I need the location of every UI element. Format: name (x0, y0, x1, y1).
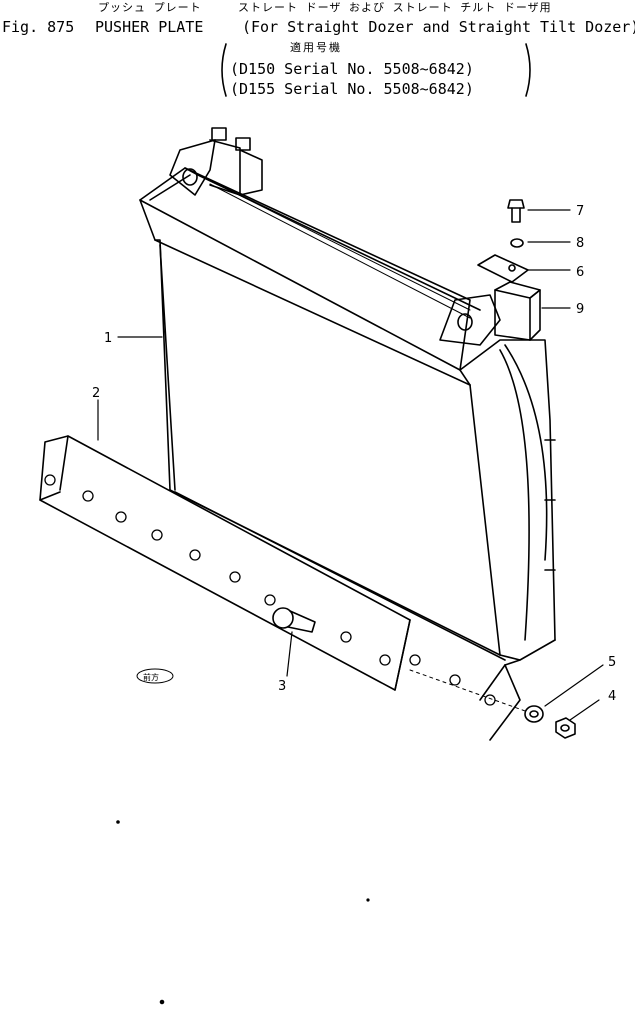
title-japanese: プッシュ プレート (98, 1, 202, 14)
lockwasher-8 (510, 238, 524, 248)
assembly-centerline (409, 669, 529, 713)
pusher-plate-body (139, 167, 556, 741)
callout-1: 1 (104, 331, 112, 346)
callout-9: 9 (576, 302, 584, 317)
applies-to-english: (For Straight Dozer and Straight Tilt Do… (242, 18, 635, 36)
callout-8: 8 (576, 236, 584, 251)
serial-line-2: (D155 Serial No. 5508~6842) (230, 80, 474, 98)
speck-2 (159, 999, 165, 1005)
left-hinge-bracket (169, 127, 263, 196)
figure-number: Fig. 875 (2, 18, 75, 36)
nut-4 (555, 717, 576, 739)
washer-5-hole (529, 710, 539, 718)
model-heading: 適用号機 (290, 41, 342, 54)
right-hinge-bracket (439, 254, 541, 346)
front-mark-oval (136, 668, 174, 684)
front-mark-label: 前方 (143, 672, 159, 682)
callout-7: 7 (576, 204, 584, 219)
speck-1 (116, 820, 120, 824)
serial-line-1: (D150 Serial No. 5508~6842) (230, 60, 474, 78)
callout-6: 6 (576, 265, 584, 280)
callout-3: 3 (278, 679, 286, 694)
wear-bar (39, 435, 411, 691)
serial-d155: D155 Serial No. 5508~6842 (239, 80, 465, 98)
serial-d150: D150 Serial No. 5508~6842 (239, 60, 465, 78)
leader-lines (97, 209, 604, 721)
callout-5: 5 (608, 655, 616, 670)
bolt-3 (272, 607, 316, 633)
bar-bolt-holes (44, 474, 496, 706)
callout-2: 2 (92, 386, 100, 401)
serial-bracket-left (221, 43, 227, 97)
callout-4: 4 (608, 689, 616, 704)
applies-to-english-text: For Straight Dozer and Straight Tilt Doz… (251, 18, 631, 36)
speck-3 (366, 898, 370, 902)
washer-5 (524, 705, 544, 723)
applies-to-japanese: ストレート ドーザ および ストレート チルト ドーザ用 (238, 1, 552, 14)
bolt-7 (507, 199, 525, 223)
title-english: PUSHER PLATE (95, 18, 204, 36)
serial-bracket-right (525, 43, 531, 97)
